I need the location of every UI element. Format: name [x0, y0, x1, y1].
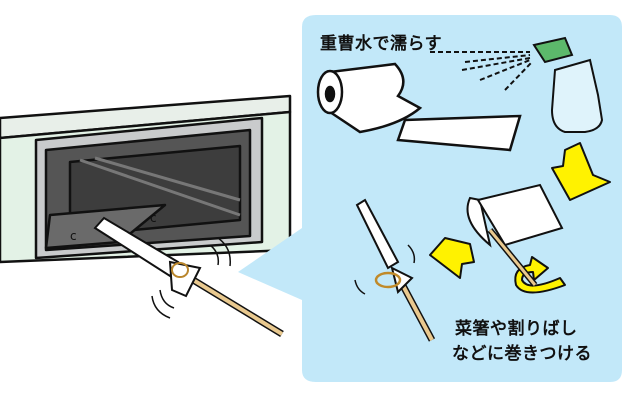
arrow-left-icon	[429, 237, 475, 279]
wrapped-stick-in-grill	[93, 216, 284, 337]
step-arrows	[429, 142, 611, 294]
paper-towel-roll-icon	[316, 62, 522, 152]
svg-text:c: c	[150, 211, 157, 225]
step2-label-line2: などに巻きつける	[452, 344, 592, 364]
svg-text:c: c	[70, 229, 77, 243]
step2-label-line1: 菜箸や割りばし	[455, 319, 578, 339]
wrapping-stick-icon	[466, 183, 564, 287]
finished-wrapped-stick-icon	[354, 198, 436, 342]
spray-bottle-icon	[430, 36, 604, 133]
arrow-down-icon	[551, 142, 611, 201]
step1-label: 重曹水で濡らす	[320, 34, 443, 54]
fish-grill: c c	[0, 94, 292, 264]
